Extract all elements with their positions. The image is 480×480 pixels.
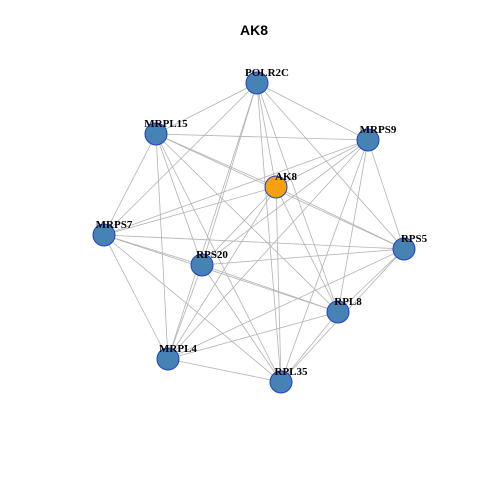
node-rpl8[interactable]: [326, 300, 350, 324]
edge-mrps9-rps20: [201, 139, 369, 266]
edge-rpl8-mrpl4: [167, 311, 339, 360]
edge-mrpl15-rpl8: [155, 133, 339, 313]
node-mrps9[interactable]: [356, 128, 380, 152]
node-rpl35[interactable]: [269, 370, 293, 394]
node-label-mrpl15: MRPL15: [144, 118, 188, 130]
edge-mrpl15-rpl35: [155, 133, 282, 383]
node-label-ak8: AK8: [275, 171, 298, 183]
node-rps5[interactable]: [392, 237, 416, 261]
edge-mrpl15-mrpl4: [155, 133, 169, 360]
edge-mrps7-rpl8: [103, 234, 339, 313]
node-label-rps20: RPS20: [196, 249, 228, 261]
edge-mrps9-rps5: [367, 139, 405, 250]
edge-rpl8-rpl35: [280, 311, 339, 383]
edge-ak8-mrps7: [103, 186, 277, 236]
edge-ak8-rps5: [275, 186, 405, 250]
edge-rps20-mrpl4: [167, 264, 203, 360]
graph-title: AK8: [240, 22, 268, 38]
node-label-mrpl4: MRPL4: [159, 343, 197, 355]
edge-mrps9-mrpl15: [155, 133, 369, 141]
edge-polr2c-mrpl4: [167, 82, 258, 360]
edge-mrpl15-rps20: [155, 133, 203, 266]
node-rps20[interactable]: [190, 253, 214, 277]
edge-mrps7-mrpl4: [103, 234, 169, 360]
edge-rps20-rpl35: [201, 264, 282, 383]
edge-mrpl15-mrps7: [103, 133, 157, 236]
edge-mrpl4-rpl35: [167, 358, 282, 383]
node-label-polr2c: POLR2C: [245, 67, 289, 79]
edge-mrps7-rps5: [103, 234, 405, 250]
node-label-mrps7: MRPS7: [96, 219, 133, 231]
edge-polr2c-mrps7: [103, 82, 258, 236]
node-label-rpl8: RPL8: [334, 296, 362, 308]
edge-polr2c-mrpl15: [155, 82, 258, 135]
edge-mrps9-rpl8: [337, 139, 369, 313]
node-mrpl15[interactable]: [144, 122, 168, 146]
edge-rps5-mrpl4: [167, 248, 405, 360]
edge-ak8-rpl35: [275, 186, 282, 383]
labels-layer: POLR2C MRPS9 MRPL15AK8MRPS7RPS5RPS20RPL8MR…: [96, 67, 428, 378]
edges-layer: [103, 82, 405, 383]
edge-mrps7-rpl35: [103, 234, 282, 383]
node-label-rps5: RPS5: [401, 233, 428, 245]
edge-rps20-rpl8: [201, 264, 339, 313]
nodes-layer: [92, 71, 416, 394]
edge-polr2c-rps20: [201, 82, 258, 266]
edge-polr2c-rps5: [256, 82, 405, 250]
node-polr2c[interactable]: [245, 71, 269, 95]
edge-mrps9-mrpl4: [167, 139, 369, 360]
edge-mrps9-rpl35: [280, 139, 369, 383]
edge-rps5-rpl8: [337, 248, 405, 313]
edge-rps5-rps20: [201, 248, 405, 266]
edge-ak8-mrpl4: [167, 186, 277, 360]
edge-ak8-rps20: [201, 186, 277, 266]
node-label-mrps9: MRPS9: [360, 124, 397, 136]
edge-mrps9-ak8: [275, 139, 369, 188]
edge-polr2c-rpl35: [256, 82, 282, 383]
node-label-rpl35: RPL35: [275, 366, 309, 378]
node-mrps7[interactable]: [92, 223, 116, 247]
node-ak8[interactable]: [264, 175, 288, 199]
edge-mrps9-mrps7: [103, 139, 369, 236]
edge-polr2c-ak8: [256, 82, 277, 188]
edge-polr2c-mrps9: [256, 82, 369, 141]
edge-ak8-rpl8: [275, 186, 339, 313]
node-mrpl4[interactable]: [156, 347, 180, 371]
